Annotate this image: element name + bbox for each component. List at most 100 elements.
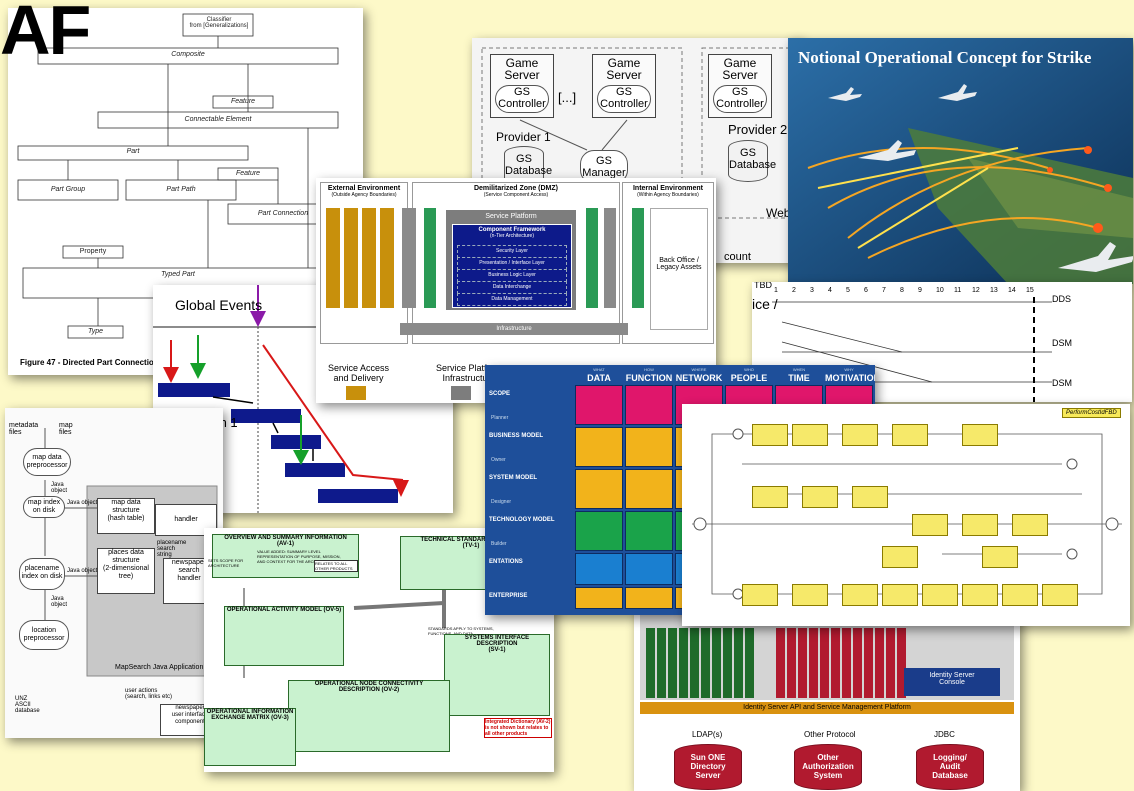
gs-database-2: GS Database <box>728 140 776 182</box>
uml-lines <box>17 13 339 339</box>
timeline-tick: 13 <box>990 287 998 294</box>
gs-controller-2: GS Controller <box>597 85 651 113</box>
zachman-cell <box>625 427 673 467</box>
timeline-tick: 5 <box>846 287 850 294</box>
sunone-module-bar <box>787 628 796 698</box>
gs-server-1: Game Server GS Controller <box>490 54 554 118</box>
dmz-internal-title: Internal Environment <box>632 185 703 192</box>
gs-controller-1: GS Controller <box>495 85 549 113</box>
sunone-module-bar <box>886 628 895 698</box>
dmz-framework: Component Framework (n-Tier Architecture… <box>452 224 572 308</box>
zachman-cell <box>575 587 623 609</box>
dmz-layer: Data Management <box>457 293 567 306</box>
timeline-tick: 12 <box>972 287 980 294</box>
gs-server-2-label: Game Server <box>606 56 642 82</box>
sunone-module-bar <box>820 628 829 698</box>
map-node-places-data: places data structure (2-dimensional tre… <box>97 548 155 594</box>
zachman-header: DATA <box>587 373 611 383</box>
timeline-row-dds: DDS <box>1052 294 1072 304</box>
dmz-bar-3 <box>362 208 376 308</box>
bpmn-activity <box>842 424 878 446</box>
sunone-module-bar <box>809 628 818 698</box>
zachman-cell <box>625 385 673 425</box>
dmz-legend-access: Service Access and Delivery <box>328 363 390 383</box>
timeline-tick: 10 <box>936 287 944 294</box>
sunone-db-logging: Logging/ Audit Database <box>916 744 984 790</box>
gs-server-2: Game Server GS Controller <box>592 54 656 118</box>
timeline-lines <box>772 297 1052 402</box>
dodaf-sv1: SYSTEMS INTERFACE DESCRIPTION (SV-1) <box>444 634 550 716</box>
zachman-cell <box>625 511 673 551</box>
zachman-header-sub: WHY <box>844 367 854 372</box>
strike-title: Notional Operational Concept for Strike <box>798 48 1092 67</box>
dodaf-ov5: OPERATIONAL ACTIVITY MODEL (OV-5) <box>224 606 344 666</box>
bpmn-activity <box>1042 584 1078 606</box>
map-node-index: map index on disk <box>23 496 65 518</box>
uml-class-part: Part <box>126 148 140 155</box>
map-label-java-3: Java object <box>67 568 98 574</box>
zachman-header-sub: HOW <box>644 367 654 372</box>
gs-partial-web: Web <box>766 206 791 220</box>
gs-provider-1: Provider 1 <box>496 130 551 144</box>
map-label-search-string: placename search string <box>157 540 187 558</box>
zachman-cell <box>625 587 673 609</box>
zachman-cell <box>575 469 623 509</box>
timeline-tick: 2 <box>792 287 796 294</box>
zachman-row-label: ENTATIONS <box>489 559 523 565</box>
sunone-module-bar <box>734 628 743 698</box>
sunone-identity-card: Identity Server Console Identity Server … <box>634 608 1020 791</box>
zachman-header: TIME <box>788 373 810 383</box>
sunone-db-directory: Sun ONE Directory Server <box>674 744 742 790</box>
strike-concept-card: Notional Operational Concept for Strike <box>788 38 1133 284</box>
zachman-row-label: ENTERPRISE <box>489 593 528 599</box>
uml-class-connectable: Connectable Element <box>184 116 252 123</box>
zachman-row-role: Owner <box>491 457 506 463</box>
bpmn-activity <box>852 486 888 508</box>
sunone-module-bar <box>701 628 710 698</box>
zachman-header-sub: WHO <box>744 367 754 372</box>
sunone-module-bar <box>776 628 785 698</box>
uml-class-typed-part: Typed Part <box>161 271 195 278</box>
sunone-module-bar <box>875 628 884 698</box>
map-label-java-1: Java object <box>51 482 68 494</box>
dmz-back-office-label: Back Office / Legacy Assets <box>656 257 702 271</box>
dodaf-ov5-title: OPERATIONAL ACTIVITY MODEL (OV-5) <box>226 607 342 613</box>
bpmn-activity <box>882 546 918 568</box>
dmz-green-bar-1 <box>424 208 436 308</box>
zachman-header: PEOPLE <box>730 373 768 383</box>
timeline-tick: 14 <box>1008 287 1016 294</box>
dmz-bar-4 <box>380 208 394 308</box>
mapsearch-diagram-card: metadata files map files map data prepro… <box>5 408 223 738</box>
global-events-card: Global Events Event Chain 1 <box>153 285 453 513</box>
bpmn-activity <box>792 584 828 606</box>
dmz-service-platform: Service Platform Component Framework (n-… <box>446 210 576 310</box>
bpmn-activity <box>792 424 828 446</box>
zachman-header: NETWORK <box>675 373 723 383</box>
gs-server-1-label: Game Server <box>504 56 540 82</box>
sunone-module-bar <box>690 628 699 698</box>
bpmn-activity <box>882 584 918 606</box>
bpmn-activity <box>752 486 788 508</box>
uml-class-classifier: Classifier from [Generalizations] <box>189 17 249 29</box>
uml-class-type: Type <box>87 328 104 335</box>
timeline-prefix-tbd: TBD <box>754 282 772 290</box>
timeline-tick: 1 <box>774 287 778 294</box>
timeline-tick: 15 <box>1026 287 1034 294</box>
dmz-zone-sub: (Service Component Access) <box>483 192 549 198</box>
bpmn-activity <box>802 486 838 508</box>
sunone-console: Identity Server Console <box>904 668 1000 696</box>
dmz-legend-swatch-platform <box>451 386 471 400</box>
zachman-header: MOTIVATION <box>825 373 875 383</box>
dodaf-av1-title: OVERVIEW AND SUMMARY INFORMATION (AV-1) <box>224 535 347 547</box>
uml-class-part-group: Part Group <box>50 186 86 193</box>
dmz-external-title: External Environment <box>327 185 401 192</box>
sunone-protocol-jdbc: JDBC <box>934 730 955 739</box>
bpmn-activity <box>752 424 788 446</box>
sunone-module-bar <box>798 628 807 698</box>
bpmn-activity <box>962 424 998 446</box>
zachman-row-label: SCOPE <box>489 391 511 397</box>
dmz-bar-1 <box>326 208 340 308</box>
dodaf-ov3: OPERATIONAL INFORMATION EXCHANGE MATRIX … <box>204 708 296 766</box>
dodaf-av1-note: VALUE ADDED: SUMMARY LEVEL REPRESENTATIO… <box>257 549 341 564</box>
map-node-preprocessor: map data preprocessor <box>23 448 71 476</box>
